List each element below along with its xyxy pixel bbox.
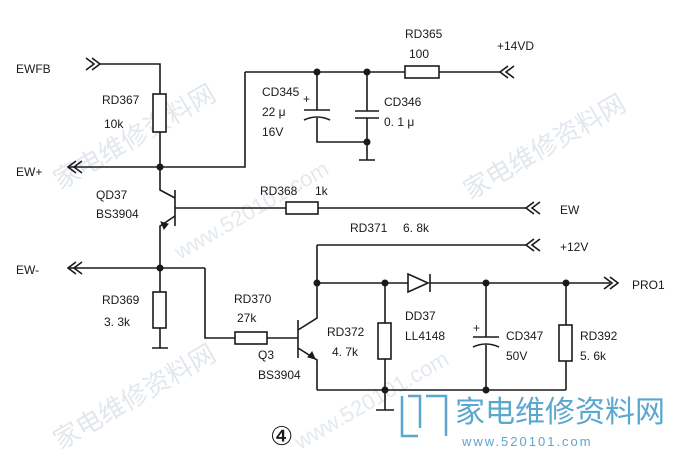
- rd369-ref: RD369: [102, 293, 140, 307]
- capacitor-cd345: [303, 72, 367, 143]
- resistor-rd365: [404, 65, 440, 79]
- qd37-ref: QD37: [96, 188, 128, 202]
- cd345-voltage: 16V: [262, 125, 283, 139]
- watermark-url: www.520101.com: [289, 346, 453, 455]
- cd347-polarity: +: [473, 321, 480, 335]
- capacitor-cd347: [472, 283, 500, 390]
- rd372-ref: RD372: [327, 325, 365, 339]
- dd37-part: LL4148: [405, 329, 445, 343]
- input-arrow-icon: [498, 65, 515, 79]
- rd370-ref: RD370: [234, 292, 272, 306]
- rd372-value: 4. 7k: [332, 345, 359, 359]
- rd367-ref: RD367: [102, 93, 140, 107]
- resistor-rd367: [152, 93, 167, 133]
- rd365-value: 100: [409, 47, 429, 61]
- resistor-rd369: [152, 291, 167, 329]
- wire: [403, 274, 610, 292]
- resistor-rd368: [285, 201, 319, 215]
- watermark-text: 家电维修资料网: [459, 89, 632, 206]
- wire: [68, 72, 246, 168]
- wire: [100, 63, 161, 94]
- transistor-qd37: [159, 167, 290, 268]
- rd392-ref: RD392: [580, 329, 618, 343]
- input-arrow-icon: [85, 57, 102, 71]
- rd367-value: 10k: [104, 117, 124, 131]
- port-label-pro1: PRO1: [632, 278, 665, 292]
- rd370-value: 27k: [237, 311, 257, 325]
- junction-dot: [381, 386, 389, 394]
- transistor-q3: [297, 245, 318, 390]
- transistor-emitter-arrow: [307, 351, 316, 360]
- rd371-ref: RD371: [350, 221, 388, 235]
- watermark-text: 家电维修资料网: [49, 339, 222, 456]
- cd347-voltage: 50V: [506, 349, 527, 363]
- rd368-ref: RD368: [260, 184, 298, 198]
- site-logo: 家电维修资料网 www.520101.com: [400, 394, 665, 449]
- logo-url: www.520101.com: [461, 434, 593, 449]
- logo-text: 家电维修资料网: [455, 395, 665, 430]
- ground-symbol: [152, 328, 168, 349]
- input-arrow-icon: [524, 201, 541, 215]
- capacitor-cd346: [355, 72, 379, 161]
- resistor-rd372: [377, 322, 392, 360]
- q3-part: BS3904: [258, 368, 301, 382]
- diode-dd37: [407, 272, 430, 294]
- port-label-ew: EW: [560, 203, 580, 217]
- cd347-ref: CD347: [506, 329, 544, 343]
- output-arrow-icon: [603, 276, 620, 290]
- dd37-ref: DD37: [405, 309, 436, 323]
- port-label-14vd: +14VD: [497, 39, 534, 53]
- cd346-value: 0. 1 μ: [384, 115, 414, 129]
- junction-dot: [482, 386, 490, 394]
- figure-number: ④: [270, 421, 293, 451]
- cd345-polarity: +: [303, 92, 310, 106]
- port-label-12v: +12V: [560, 240, 588, 254]
- resistor-rd392: [558, 324, 573, 362]
- junction-dot: [363, 138, 371, 146]
- port-label-ew-minus: EW-: [16, 263, 39, 277]
- cd345-ref: CD345: [262, 85, 300, 99]
- rd369-value: 3. 3k: [104, 315, 131, 329]
- q3-ref: Q3: [258, 348, 274, 362]
- rd392-value: 5. 6k: [580, 349, 607, 363]
- wire: [204, 268, 235, 339]
- rd371-value: 6. 8k: [403, 221, 430, 235]
- logo-mark-icon: [400, 394, 448, 438]
- qd37-part: BS3904: [96, 207, 139, 221]
- cd346-ref: CD346: [384, 95, 422, 109]
- rd368-value: 1k: [315, 184, 329, 198]
- cd345-value: 22 μ: [262, 105, 286, 119]
- resistor-rd370: [234, 331, 268, 345]
- transistor-emitter-arrow: [160, 221, 169, 230]
- port-label-ew-plus: EW+: [16, 165, 42, 179]
- input-arrow-icon: [524, 238, 541, 252]
- rd365-ref: RD365: [405, 27, 443, 41]
- junction-dot: [313, 279, 321, 287]
- port-label-ewfb: EWFB: [16, 62, 51, 76]
